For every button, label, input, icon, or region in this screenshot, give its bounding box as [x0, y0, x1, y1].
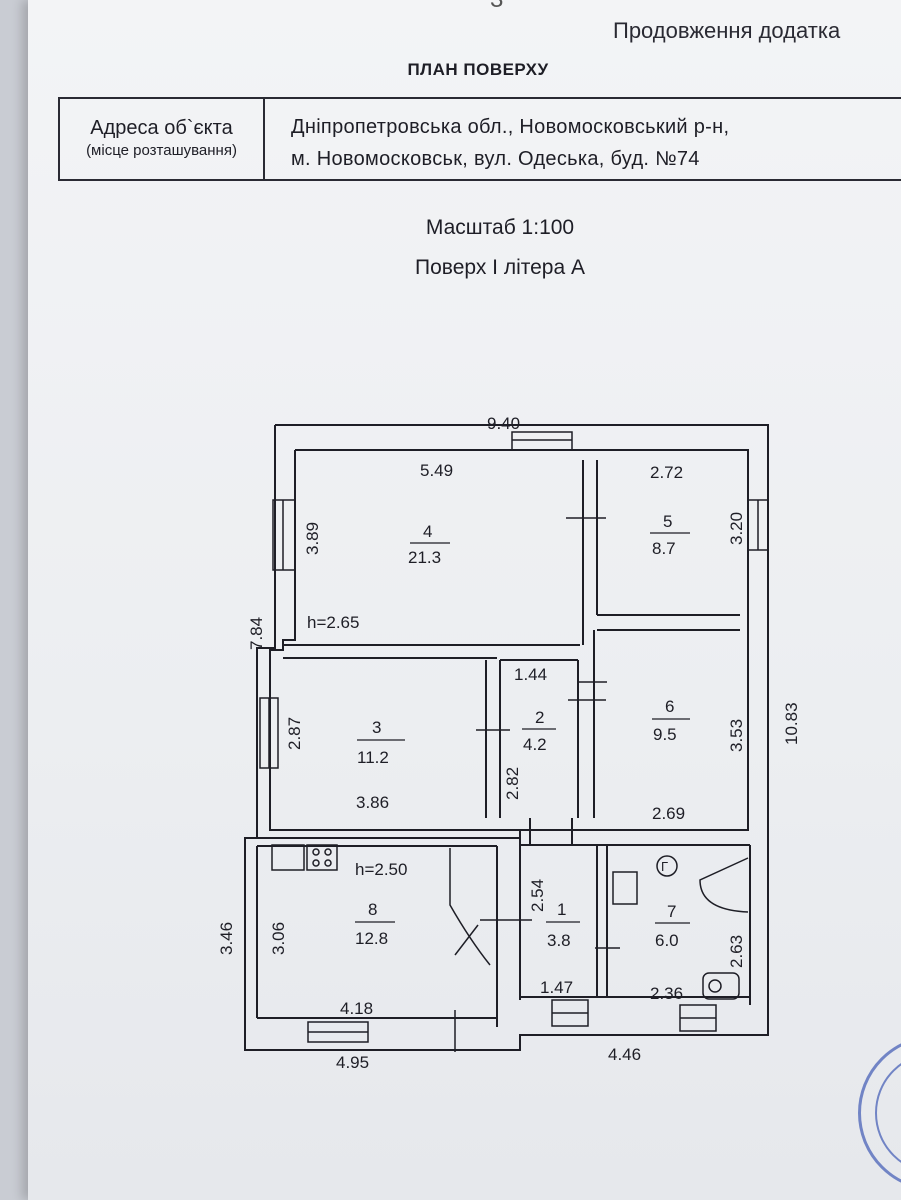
- dim-bottom-left: 4.95: [336, 1053, 369, 1072]
- continuation-note: Продовження додатка: [613, 18, 841, 43]
- address-value-cell: Дніпропетровська обл., Новомосковський р…: [265, 99, 729, 179]
- walls: [244, 424, 769, 1051]
- toilet-bowl-icon: [708, 979, 722, 993]
- gas-meter-icon: [656, 855, 678, 877]
- ceiling-height-lower: h=2.50: [355, 860, 407, 879]
- inner-wall-outline: [269, 449, 749, 831]
- dim-r6-height: 3.53: [727, 719, 746, 752]
- dim-r5-height: 3.20: [727, 512, 746, 545]
- room-1-area: 3.8: [547, 931, 571, 950]
- dim-lower-left-height: 3.46: [217, 922, 236, 955]
- dim-r1-height: 2.54: [528, 879, 547, 912]
- dim-r2-width: 1.44: [514, 665, 547, 684]
- dim-right-height: 10.83: [782, 702, 801, 745]
- door-swing-8: [449, 848, 491, 966]
- toilet-icon: [702, 972, 740, 1000]
- stove-icon: [306, 844, 338, 871]
- room-4-number: 4: [423, 522, 432, 541]
- document-page: 3 Продовження додатка ПЛАН ПОВЕРХУ Адрес…: [28, 0, 901, 1200]
- room-4-area: 21.3: [408, 548, 441, 567]
- burner-icon: [324, 848, 332, 856]
- outer-wall-outline: [244, 424, 769, 1051]
- room-2-area: 4.2: [523, 735, 547, 754]
- burner-icon: [312, 859, 320, 867]
- address-label: Адреса об`єкта: [90, 117, 233, 139]
- dim-bottom-right: 4.46: [608, 1045, 641, 1064]
- fixtures: [271, 844, 749, 1000]
- plan-title: ПЛАН ПОВЕРХУ: [407, 60, 549, 79]
- dim-r4-width: 5.49: [420, 461, 453, 480]
- address-line-2: м. Новомосковськ, вул. Одеська, буд. №74: [291, 148, 700, 170]
- room-5-area: 8.7: [652, 539, 676, 558]
- dim-r4-height: 3.89: [303, 522, 322, 555]
- room-5-number: 5: [663, 512, 672, 531]
- sink-icon: [271, 844, 305, 871]
- room-6-area: 9.5: [653, 725, 677, 744]
- room-2-number: 2: [535, 708, 544, 727]
- dim-r2-height: 2.82: [503, 767, 522, 800]
- room-8-area: 12.8: [355, 929, 388, 948]
- address-label-note: (місце розташування): [86, 142, 237, 159]
- plan-text: 9.40 5.49 2.72 3.89 3.20 7.84 10.83 4 21…: [217, 414, 801, 1072]
- dim-r3-width: 3.86: [356, 793, 389, 812]
- burner-icon: [324, 859, 332, 867]
- doors: [449, 517, 620, 1052]
- dim-top-width: 9.40: [487, 414, 520, 433]
- dim-r7-height: 2.63: [727, 935, 746, 968]
- boiler-symbol: Г: [661, 859, 668, 874]
- door-arrow: [454, 924, 479, 956]
- boiler-unit-icon: [612, 871, 638, 905]
- window-left-4: [272, 499, 296, 571]
- dim-r6-width: 2.69: [652, 804, 685, 823]
- room-1-number: 1: [557, 900, 566, 919]
- shower-icon: [699, 857, 749, 913]
- address-label-cell: Адреса об`єкта (місце розташування): [60, 99, 265, 179]
- room-7-number: 7: [667, 902, 676, 921]
- room-3-area: 11.2: [357, 748, 389, 767]
- window-top: [511, 431, 573, 451]
- dim-r7-width: 2.36: [650, 984, 683, 1003]
- dim-r8-height: 3.06: [269, 922, 288, 955]
- dim-r3-height: 2.87: [285, 717, 304, 750]
- scale-label: Масштаб 1:100: [425, 216, 575, 239]
- dim-r5-width: 2.72: [650, 463, 683, 482]
- windows: [259, 431, 769, 1043]
- address-line-1: Дніпропетровська обл., Новомосковський р…: [291, 116, 730, 138]
- dim-r1-width: 1.47: [540, 978, 573, 997]
- room-6-number: 6: [665, 697, 674, 716]
- room-3-number: 3: [372, 718, 381, 737]
- address-table: Адреса об`єкта (місце розташування) Дніп…: [58, 97, 901, 181]
- dim-left-height: 7.84: [247, 617, 266, 650]
- ceiling-height-main: h=2.65: [307, 613, 359, 632]
- room-8-number: 8: [368, 900, 377, 919]
- room-7-area: 6.0: [655, 931, 679, 950]
- dim-r8-width: 4.18: [340, 999, 373, 1018]
- burner-icon: [312, 848, 320, 856]
- floor-label: Поверх І літера А: [415, 256, 585, 279]
- page-number: 3: [490, 0, 503, 14]
